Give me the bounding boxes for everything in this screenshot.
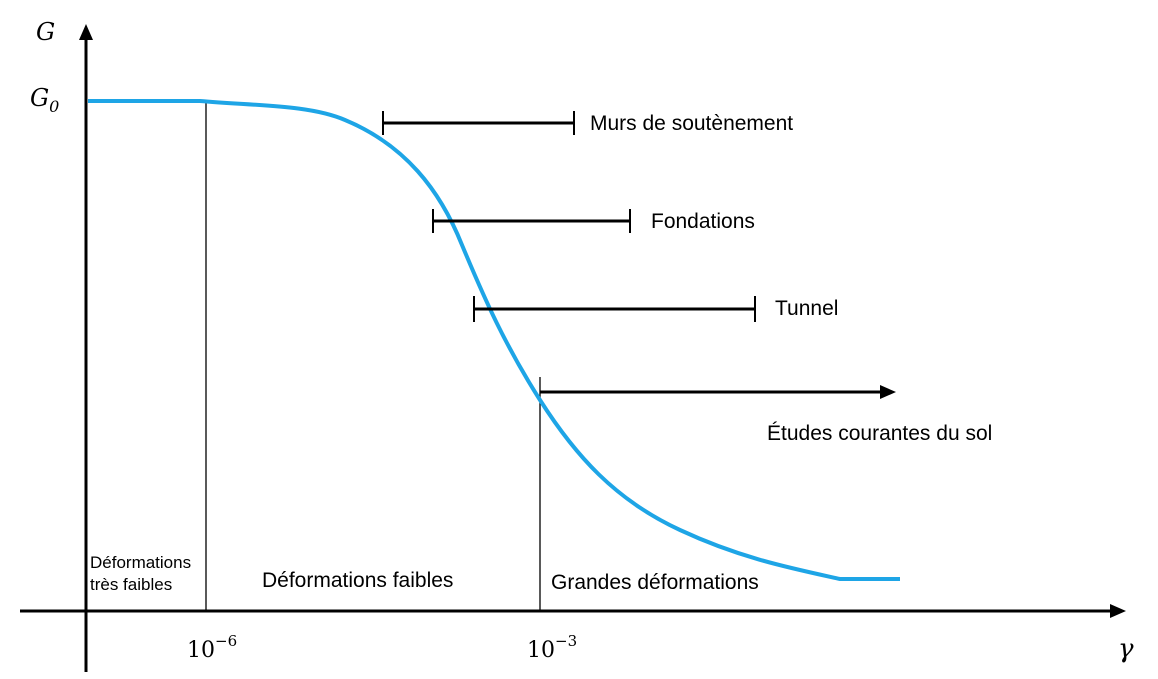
x-axis-label: γ [1118, 634, 1134, 664]
range-label-tunnel: Tunnel [775, 297, 838, 320]
range-label-soil-studies: Études courantes du sol [767, 422, 992, 445]
range-label-retaining-walls: Murs de soutènement [590, 112, 793, 135]
x-axis-arrowhead [1110, 604, 1126, 618]
zone-label-large: Grandes déformations [551, 571, 759, 594]
modulus-degradation-curve [88, 99, 900, 581]
tick-label-1e-6: 10−6 [187, 632, 237, 663]
range-tunnel [473, 296, 756, 322]
zone-label-very-small-line2: très faibles [90, 575, 172, 594]
range-foundations [432, 209, 631, 233]
y-axis-label: G [36, 18, 55, 46]
tick-label-1e-3: 10−3 [527, 632, 577, 663]
range-label-foundations: Fondations [651, 210, 755, 233]
zone-label-small: Déformations faibles [262, 569, 453, 592]
y-axis-arrowhead [79, 24, 93, 40]
zone-label-very-small-line1: Déformations [90, 553, 191, 572]
range-retaining-walls [382, 111, 575, 135]
range-soil-studies [540, 385, 896, 399]
y-reference-label: G0 [30, 84, 59, 116]
